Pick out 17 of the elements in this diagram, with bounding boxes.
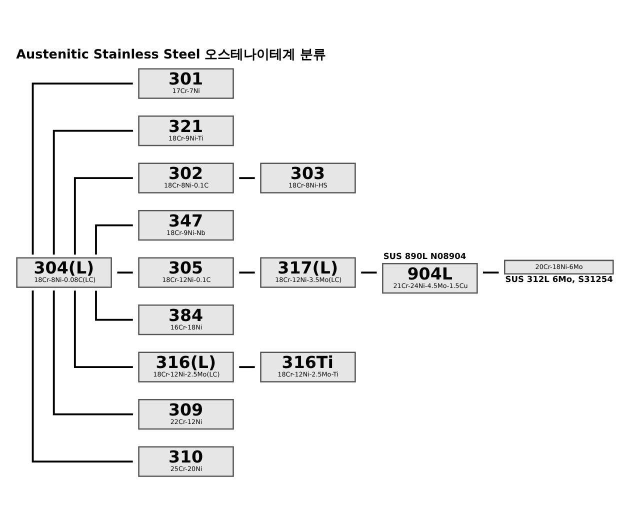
connector: [74, 177, 133, 255]
connector: [32, 82, 133, 255]
node-label: SUS 890L N08904: [383, 250, 466, 261]
connector: [95, 290, 133, 321]
connector: [52, 130, 134, 255]
connector: [117, 272, 133, 274]
connector: [239, 272, 255, 274]
connector: [32, 290, 133, 463]
connector: [239, 177, 255, 180]
connector: [239, 366, 255, 368]
connector: [95, 224, 133, 254]
connector: [52, 290, 134, 416]
connector: [482, 272, 499, 274]
diagram-title: Austenitic Stainless Steel 오스테나이테계 분류: [16, 48, 326, 63]
connector: [361, 272, 377, 274]
node-label: SUS 312L 6Mo, S31254: [505, 274, 613, 284]
connector: [74, 290, 133, 368]
